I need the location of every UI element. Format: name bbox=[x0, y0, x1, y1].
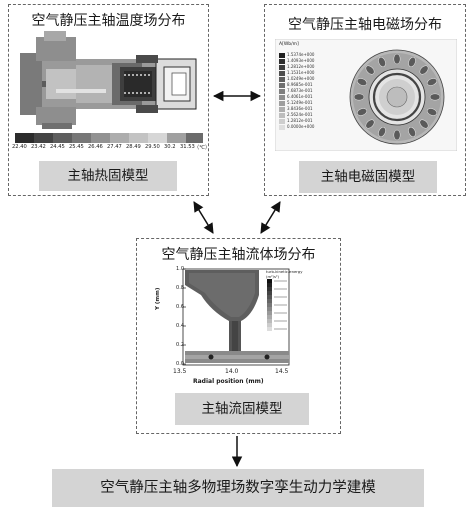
em-legend-values: 1.5374e+000 1.4093e+000 1.2812e+000 1.15… bbox=[287, 52, 337, 130]
fluid-model-box: 主轴流固模型 bbox=[175, 393, 309, 425]
digital-twin-modeling-box: 空气静压主轴多物理场数字孪生动力学建模 bbox=[52, 469, 424, 507]
scale-tick: 26.46 bbox=[88, 144, 103, 150]
scale-tick: 25.45 bbox=[69, 144, 84, 150]
em-legend-value: 6.4061e-001 bbox=[287, 94, 313, 99]
em-legend-value: 1.4093e+000 bbox=[287, 58, 315, 63]
thermal-model-box: 主轴热固模型 bbox=[39, 161, 177, 191]
scale-tick: 24.45 bbox=[50, 144, 65, 150]
em-legend-value: 8.9685e-001 bbox=[287, 82, 313, 87]
scale-tick: 22.40 bbox=[12, 144, 27, 150]
em-legend-value: 1.2812e+000 bbox=[287, 64, 315, 69]
thermal-panel: 空气静压主轴温度场分布 bbox=[8, 4, 210, 196]
scale-tick: 30.2 bbox=[164, 144, 176, 150]
scale-tick: 23.42 bbox=[31, 144, 46, 150]
y-tick: 0.4 bbox=[176, 323, 184, 329]
em-legend-value: 3.8436e-001 bbox=[287, 106, 313, 111]
em-legend-value: 1.1531e+000 bbox=[287, 70, 315, 75]
scale-tick: 29.50 bbox=[145, 144, 160, 150]
fluid-panel: 空气静压主轴流体场分布 bbox=[136, 238, 341, 434]
thermal-field-image bbox=[16, 29, 202, 131]
em-legend-value: 5.1249e-001 bbox=[287, 100, 313, 105]
em-fluid-arrow bbox=[260, 201, 281, 234]
scale-tick: 27.47 bbox=[107, 144, 122, 150]
y-tick: 0.0 bbox=[176, 361, 184, 367]
em-legend-header: A[Wb/m] bbox=[279, 42, 299, 47]
fluid-title: 空气静压主轴流体场分布 bbox=[161, 247, 316, 263]
thermal-fluid-arrow bbox=[193, 201, 214, 234]
fluid-legend-title: turb-kinetic-energy bbox=[266, 269, 303, 274]
y-tick: 0.6 bbox=[176, 304, 184, 310]
em-legend-value: 0.0000e+000 bbox=[287, 124, 315, 129]
em-legend-value: 1.5374e+000 bbox=[287, 52, 315, 57]
temperature-scale-bar bbox=[15, 133, 203, 143]
fluid-field-image bbox=[182, 268, 290, 366]
scale-tick: 31.53 bbox=[180, 144, 195, 150]
x-tick: 14.5 bbox=[275, 368, 289, 375]
em-legend-value: 7.6873e-001 bbox=[287, 88, 313, 93]
em-panel: 空气静压主轴电磁场分布 bbox=[264, 4, 466, 196]
em-legend-value: 2.5624e-001 bbox=[287, 112, 313, 117]
scale-tick: 28.49 bbox=[126, 144, 141, 150]
x-tick: 13.5 bbox=[173, 368, 187, 375]
fluid-legend-unit: (m²/s²) bbox=[266, 274, 279, 279]
y-tick: 1.0 bbox=[176, 266, 184, 272]
em-model-box: 主轴电磁固模型 bbox=[299, 161, 437, 193]
y-tick: 0.2 bbox=[176, 342, 184, 348]
em-title: 空气静压主轴电磁场分布 bbox=[288, 17, 442, 33]
em-legend-value: 1.0249e+000 bbox=[287, 76, 315, 81]
temperature-scale-ticks: 22.40 23.42 24.45 25.45 26.46 27.47 28.4… bbox=[12, 144, 210, 154]
x-tick: 14.0 bbox=[225, 368, 239, 375]
em-legend-value: 1.2812e-001 bbox=[287, 118, 313, 123]
fluid-xlabel: Radial position (mm) bbox=[193, 378, 264, 385]
y-tick: 0.8 bbox=[176, 285, 184, 291]
em-field-image bbox=[275, 39, 457, 151]
thermal-title: 空气静压主轴温度场分布 bbox=[31, 13, 186, 29]
scale-unit: （℃） bbox=[194, 145, 211, 151]
fluid-ylabel: Y (mm) bbox=[155, 287, 161, 310]
